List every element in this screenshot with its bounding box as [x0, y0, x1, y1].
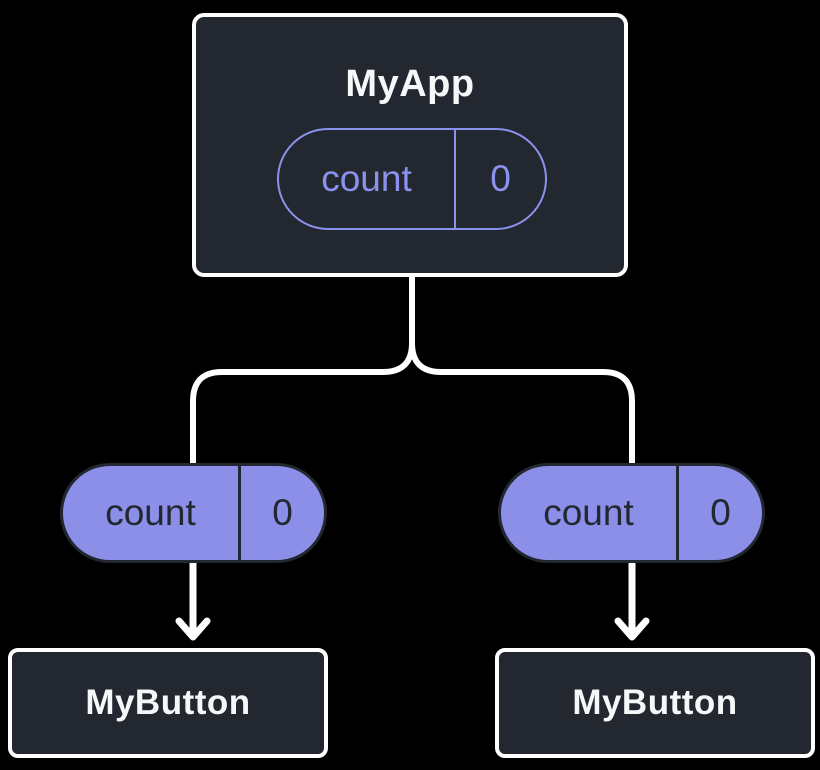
prop-pill-right-label: count: [501, 466, 679, 560]
node-myapp-title: MyApp: [345, 63, 475, 105]
prop-pill-right-value: 0: [710, 492, 731, 533]
state-pill-label: count: [279, 130, 456, 228]
node-mybutton-left-title: MyButton: [85, 683, 251, 722]
node-mybutton-right-title: MyButton: [572, 683, 738, 722]
node-mybutton-right: MyButton: [495, 648, 815, 758]
node-myapp: MyApp: [192, 13, 628, 277]
state-pill: count 0: [277, 128, 547, 230]
state-pill-value: 0: [490, 158, 511, 199]
branch-left-connector: [190, 273, 415, 466]
prop-pill-left-label: count: [63, 466, 241, 560]
prop-pill-left: count 0: [60, 463, 327, 563]
arrow-right-head: [614, 617, 650, 641]
branch-right-connector: [409, 273, 635, 466]
node-mybutton-left: MyButton: [8, 648, 328, 758]
arrow-left-head: [175, 617, 211, 641]
prop-pill-left-value: 0: [272, 492, 293, 533]
prop-pill-right: count 0: [498, 463, 765, 563]
